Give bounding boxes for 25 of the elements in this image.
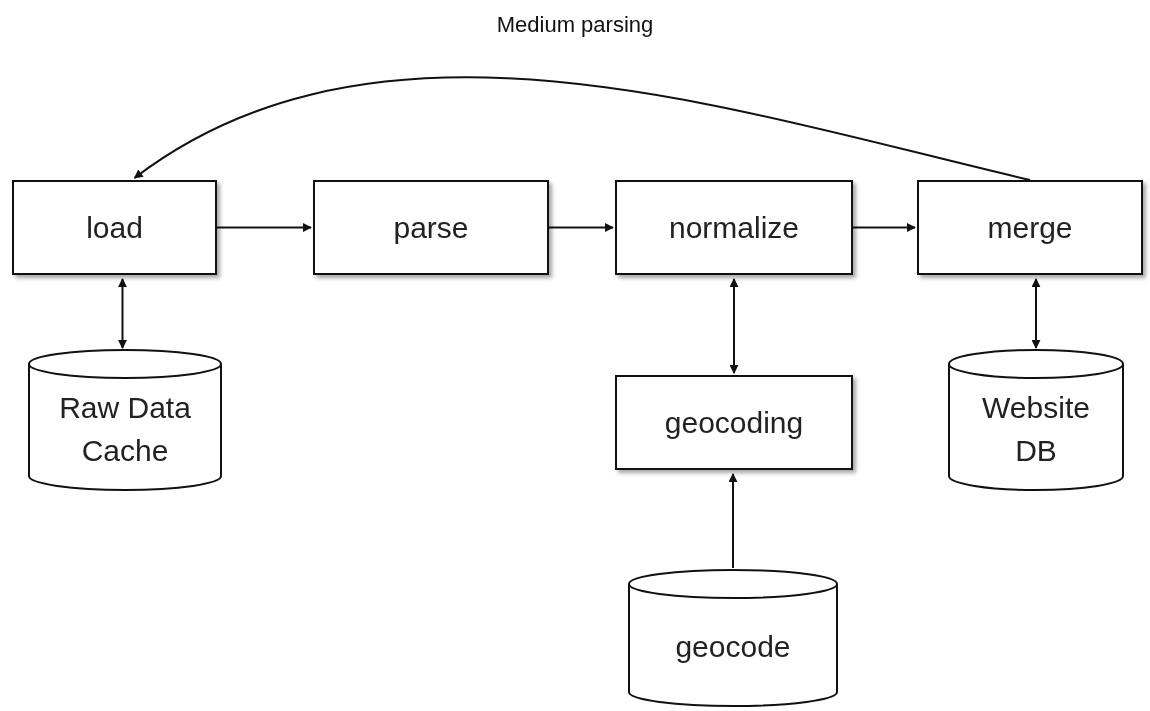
node-label: load — [86, 209, 143, 246]
arrow — [1031, 278, 1041, 349]
arrow — [728, 473, 738, 569]
process-box — [615, 180, 853, 275]
arrow — [118, 278, 127, 349]
process-box — [313, 180, 549, 275]
node-label: Raw Data Cache — [58, 389, 192, 469]
node-label: Website DB — [981, 389, 1091, 469]
database-cylinder — [948, 350, 1124, 490]
process-box — [917, 180, 1143, 275]
process-box — [615, 375, 853, 470]
arrow — [133, 76, 1031, 181]
node-label: geocoding — [664, 404, 804, 441]
database-cylinder — [628, 570, 838, 706]
node-label: merge — [987, 209, 1073, 246]
arrow — [216, 223, 312, 232]
database-cylinder — [28, 350, 222, 490]
arrow — [852, 223, 916, 232]
arrow — [729, 278, 739, 374]
node-label: normalize — [668, 209, 800, 246]
diagram-title: Medium parsing — [496, 12, 654, 37]
node-label: parse — [393, 209, 469, 246]
arrow — [548, 223, 614, 232]
node-label: geocode — [675, 629, 791, 666]
process-box — [12, 180, 217, 275]
